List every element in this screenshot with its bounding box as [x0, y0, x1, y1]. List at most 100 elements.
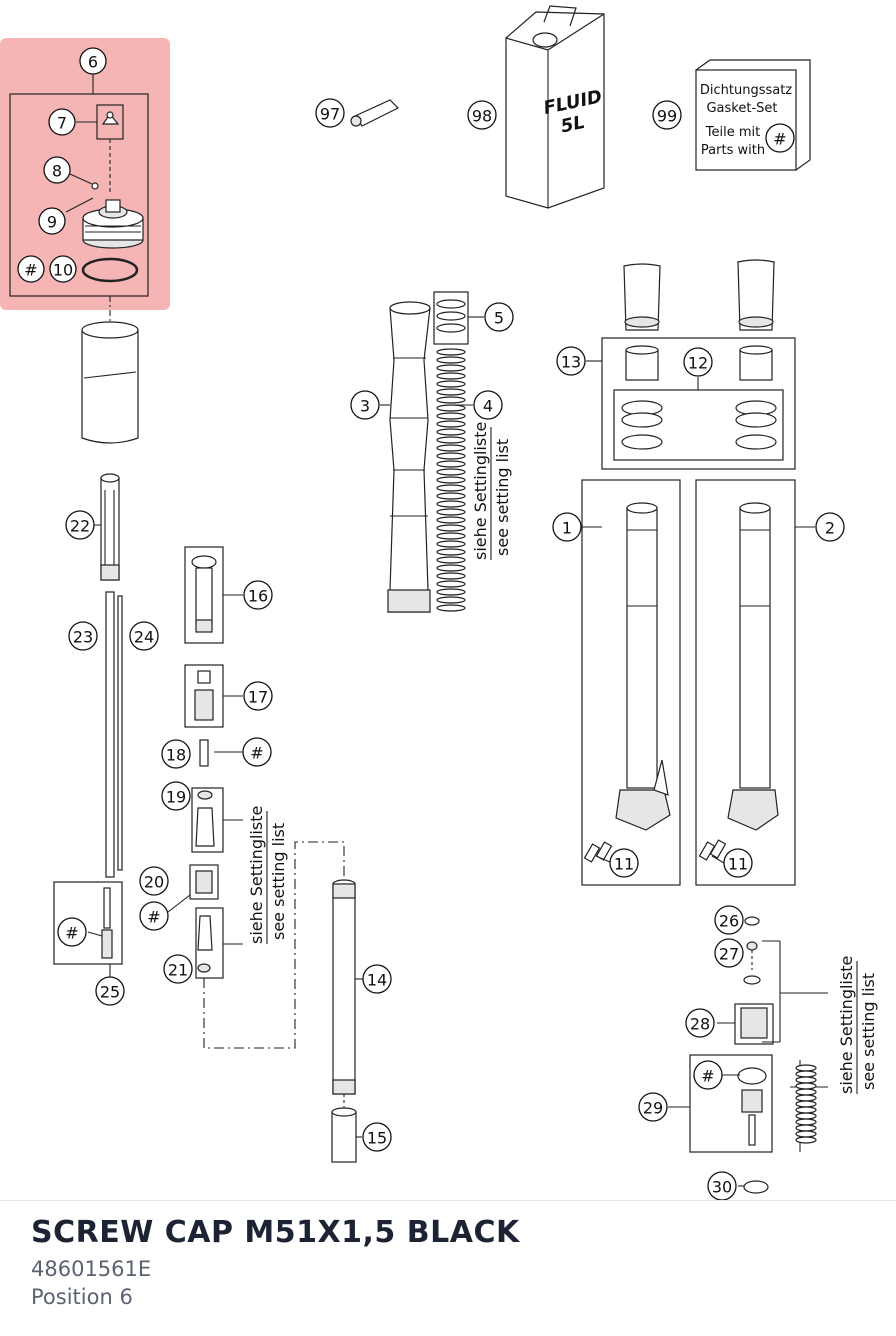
callout-19[interactable]: 19 [161, 781, 191, 811]
callout-26[interactable]: 26 [714, 905, 744, 935]
callout-20[interactable]: 20 [139, 866, 169, 896]
callout-16[interactable]: 16 [243, 580, 273, 610]
callout-13[interactable]: 13 [556, 346, 586, 376]
fork-spring[interactable] [433, 291, 469, 612]
svg-text:20: 20 [144, 873, 164, 892]
spring-coil [436, 500, 466, 508]
callout-7[interactable]: 7 [48, 108, 76, 136]
callout-22[interactable]: 22 [65, 510, 95, 540]
outer-tube[interactable] [387, 301, 431, 613]
setting-note-en: see setting list [269, 823, 288, 940]
fluid-can[interactable]: FLUID 5L [505, 5, 605, 209]
callout-28[interactable]: 28 [685, 1008, 715, 1038]
assembly-path [203, 841, 345, 1049]
spring-coil [436, 484, 466, 492]
spring-coil [795, 1082, 817, 1090]
callout-10[interactable]: 10 [49, 255, 77, 283]
svg-text:7: 7 [57, 114, 67, 133]
callout-2[interactable]: 2 [815, 512, 845, 542]
spring-coil [436, 532, 466, 540]
spring-coil [436, 476, 466, 484]
setting-note-en: see setting list [493, 439, 512, 556]
spring-coil [795, 1100, 817, 1108]
svg-text:12: 12 [688, 354, 708, 373]
callout-18[interactable]: 18 [161, 739, 191, 769]
spring-coil [436, 388, 466, 396]
svg-text:99: 99 [657, 107, 677, 126]
callout-17[interactable]: 17 [243, 681, 273, 711]
callout-hash-6[interactable]: # [17, 255, 45, 283]
setting-note-de: siehe Settingliste [471, 422, 490, 560]
screw-cap-group[interactable] [9, 74, 149, 325]
spring-coil [795, 1064, 817, 1072]
svg-text:28: 28 [690, 1015, 710, 1034]
callout-11-left[interactable]: 11 [609, 848, 639, 878]
part-number: 48601561E [31, 1257, 152, 1281]
gasket-box-line-2: Gasket-Set [706, 101, 777, 116]
inner-tube-right[interactable] [695, 479, 815, 886]
part-position: Position 6 [31, 1285, 133, 1309]
callout-9[interactable]: 9 [38, 207, 66, 235]
svg-text:18: 18 [166, 746, 186, 765]
spring-coil [436, 348, 466, 356]
callout-30[interactable]: 30 [707, 1171, 737, 1200]
spring-coil [795, 1088, 817, 1096]
spring-coil [436, 468, 466, 476]
callout-97[interactable]: 97 [315, 98, 345, 128]
svg-text:5: 5 [494, 309, 504, 328]
svg-text:1: 1 [562, 519, 572, 538]
spring-coil [436, 556, 466, 564]
inner-tube-left[interactable] [581, 479, 681, 886]
callout-3[interactable]: 3 [350, 390, 380, 420]
callout-29[interactable]: 29 [638, 1092, 668, 1122]
callout-hash-25[interactable]: # [57, 917, 87, 947]
callout-hash-18[interactable]: # [242, 737, 272, 767]
callout-15[interactable]: 15 [362, 1122, 392, 1152]
callout-14[interactable]: 14 [362, 964, 392, 994]
spring-coil [795, 1112, 817, 1120]
spring-coil [436, 508, 466, 516]
spring-coil [795, 1124, 817, 1132]
callout-12[interactable]: 12 [683, 347, 713, 377]
gasket-set-box[interactable]: Dichtungssatz Gasket-Set Teile mit Parts… [695, 59, 811, 171]
spring-coil [436, 356, 466, 364]
callout-hash-20[interactable]: # [139, 901, 169, 931]
fluid-can-label-2: 5L [559, 112, 587, 138]
svg-text:98: 98 [472, 107, 492, 126]
callout-1[interactable]: 1 [552, 512, 582, 542]
callout-24[interactable]: 24 [129, 621, 159, 651]
damper-tube[interactable] [331, 879, 357, 1163]
svg-text:29: 29 [643, 1099, 663, 1118]
callout-98[interactable]: 98 [467, 100, 497, 130]
fork-tube-tops[interactable] [623, 259, 775, 331]
spring-coil [436, 540, 466, 548]
callout-25[interactable]: 25 [95, 976, 125, 1006]
svg-text:16: 16 [248, 587, 268, 606]
base-valve-group[interactable] [689, 916, 828, 1194]
setting-note-en: see setting list [859, 973, 878, 1090]
callout-hash-29[interactable]: # [693, 1060, 723, 1090]
svg-text:14: 14 [367, 971, 387, 990]
piston-rod-assembly[interactable] [53, 473, 123, 978]
svg-text:9: 9 [47, 213, 57, 232]
callout-5[interactable]: 5 [484, 302, 514, 332]
callout-21[interactable]: 21 [163, 954, 193, 984]
callout-11-right[interactable]: 11 [723, 848, 753, 878]
spring-coil [436, 492, 466, 500]
callout-99[interactable]: 99 [652, 100, 682, 130]
callout-hash-gasket[interactable]: # [765, 123, 795, 153]
valve-stack[interactable] [167, 546, 243, 979]
callout-8[interactable]: 8 [43, 156, 71, 184]
spring-coil [436, 444, 466, 452]
svg-text:#: # [24, 261, 37, 280]
svg-text:8: 8 [52, 162, 62, 181]
callout-6[interactable]: 6 [79, 47, 107, 75]
spring-coil [436, 516, 466, 524]
svg-text:17: 17 [248, 688, 268, 707]
callout-23[interactable]: 23 [68, 621, 98, 651]
grease-tube[interactable] [350, 99, 400, 127]
callout-27[interactable]: 27 [714, 938, 744, 968]
callout-4[interactable]: 4 [473, 390, 503, 420]
upper-sleeve[interactable] [81, 321, 139, 444]
spring-coil [436, 412, 466, 420]
